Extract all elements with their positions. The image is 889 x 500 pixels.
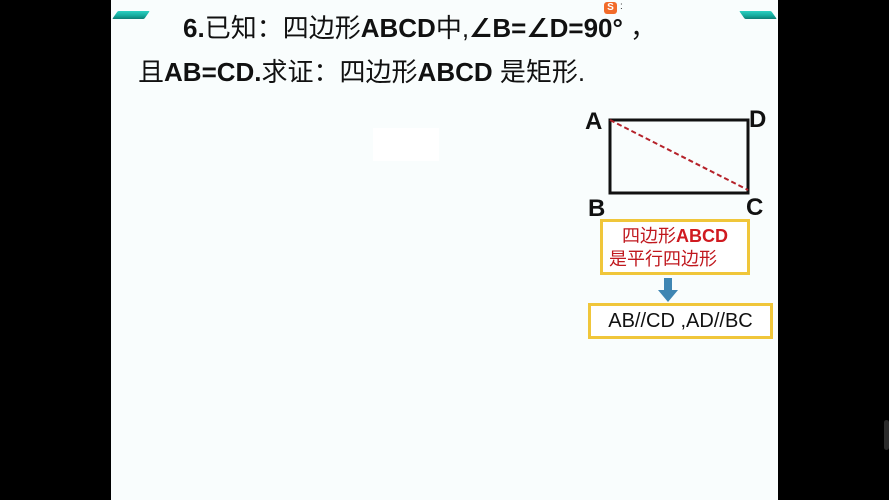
slide-canvas: 6.已知：四边形ABCD中,∠B=∠D=90° ， 且AB=CD.求证：四边形A… (111, 0, 778, 500)
scrollbar-thumb[interactable] (884, 420, 889, 450)
vertex-label-a: A (585, 108, 603, 135)
ime-sogou-icon[interactable]: S (604, 2, 617, 14)
quad-name: ABCD (360, 13, 436, 43)
given-mid: 中, (435, 13, 470, 43)
side-equality: AB=CD. (164, 57, 262, 87)
problem-statement-line1: 6.已知：四边形ABCD中,∠B=∠D=90° ， (183, 13, 656, 43)
parallelogram-quad: ABCD (676, 226, 728, 246)
vertex-label-c: C (746, 194, 764, 221)
given-prefix: 已知：四边形 (204, 13, 361, 43)
given-suffix: ， (622, 13, 657, 43)
prove-prefix: 求证：四边形 (261, 57, 418, 87)
vertex-label-d: D (749, 106, 767, 133)
conclusion: 是矩形. (492, 57, 586, 87)
and-prefix: 且 (138, 57, 165, 87)
parallel-sides-box: AB//CD ,AD//BC (588, 303, 773, 339)
angle-condition: ∠B=∠D=90° (469, 13, 623, 43)
down-arrow-icon (658, 278, 678, 302)
decorative-teal-bar-left (112, 11, 150, 19)
ime-menu-dots-icon[interactable]: : (620, 1, 623, 12)
parallelogram-conclusion-box: 四边形ABCD 是平行四边形 (600, 219, 750, 275)
quad-name-2: ABCD (417, 57, 493, 87)
decorative-teal-bar-right (739, 11, 777, 19)
rectangle-abcd-diagram (608, 118, 750, 195)
parallelogram-line2: 是平行四边形 (609, 249, 717, 269)
parallelogram-prefix: 四边形 (622, 226, 676, 246)
problem-number: 6. (183, 13, 205, 43)
blank-textbox (373, 128, 439, 161)
parallelogram-line1: 四边形ABCD (609, 225, 747, 248)
vertex-label-b: B (588, 195, 606, 222)
rectangle-figure: A D B C (581, 104, 778, 224)
problem-statement-line2: 且AB=CD.求证：四边形ABCD 是矩形. (138, 57, 585, 87)
